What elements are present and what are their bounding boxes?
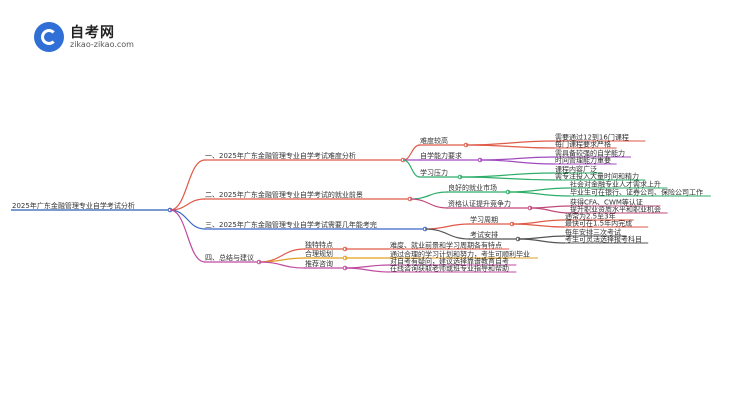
branch-3-child-2-leaf-0: 对自考有疑问，建议选择靠谱教育自考 xyxy=(390,257,509,266)
branch-1-child-0-leaf-1-link xyxy=(507,191,571,197)
branch-0-child-0-leaf-0: 需要通过12到16门课程 xyxy=(555,133,629,142)
branch-2-child-0-leaf-0: 通常为2.5至3年 xyxy=(565,212,616,221)
branch-0-child-1-leaf-0-link xyxy=(479,156,556,161)
branch-0-child-0: 难度较高 xyxy=(420,136,448,145)
branch-3-child-2-link xyxy=(258,261,306,269)
branch-1-link xyxy=(169,198,206,211)
branch-1: 二、2025年广东金融管理专业自学考试的就业前景 xyxy=(205,190,363,199)
branch-1-child-1: 资格认证提升竞争力 xyxy=(448,199,511,208)
branch-0-child-2-leaf-1: 需专注投入大量时间和精力 xyxy=(555,172,639,181)
branch-2-child-1: 考试安排 xyxy=(470,230,498,239)
branch-1-child-0-leaf-0-link xyxy=(507,187,571,193)
branch-1-child-1-link xyxy=(409,198,449,209)
branch-3-child-1-leaf-0: 通过合理的学习计划和努力，考生可顺利毕业 xyxy=(390,250,530,259)
branch-0-child-2-leaf-1-link xyxy=(459,176,556,181)
branch-1-child-0: 良好的就业市场 xyxy=(448,183,497,192)
branch-0-child-2-link xyxy=(402,159,421,178)
branch-2-child-1-leaf-0-link xyxy=(517,235,566,240)
branch-2-child-1-leaf-1-link xyxy=(517,238,566,244)
branch-0-child-0-leaf-1-link xyxy=(465,144,556,149)
branch-1-child-1-leaf-1-link xyxy=(529,207,571,214)
branch-3-child-1: 合理规划 xyxy=(305,249,333,258)
branch-0-link xyxy=(169,159,206,211)
root-topic: 2025年广东金融管理专业自学考试分析 xyxy=(12,201,135,210)
branch-3-child-2: 推荐咨询 xyxy=(305,259,333,268)
logo-icon xyxy=(34,22,64,52)
branch-0-child-1-leaf-0: 需具备较强的自学能力 xyxy=(555,149,625,158)
branch-2-child-1-link xyxy=(424,228,471,240)
branch-3-child-2-leaf-1: 在线咨询获取老师或班专业指导和帮助 xyxy=(390,264,509,273)
branch-2: 三、2025年广东金融管理专业自学考试需要几年能考完 xyxy=(205,220,377,229)
branch-3-link xyxy=(169,209,206,263)
branch-0-child-2: 学习压力 xyxy=(420,168,448,177)
branch-2-child-0-link xyxy=(424,223,471,230)
branch-1-child-0-leaf-0: 社会对金融专业人才需求上升 xyxy=(570,180,661,189)
branch-1-child-1-leaf-1: 提升职业资质水平和职业机会 xyxy=(570,205,661,214)
branch-0-child-2-leaf-0: 课程内容广泛 xyxy=(555,165,597,174)
branch-1-child-0-leaf-1: 毕业生可在银行、证券公司、保险公司工作 xyxy=(570,188,703,197)
brand-logo: 自考网 zikao-zikao.com xyxy=(34,22,154,52)
branch-2-child-0-leaf-1: 最快可在1.5年内完成 xyxy=(565,219,632,228)
branch-2-child-1-leaf-1: 考生可灵活选择报考科目 xyxy=(565,235,642,244)
branch-0-child-0-leaf-0-link xyxy=(465,140,556,146)
branch-2-child-0-leaf-1-link xyxy=(511,223,566,228)
branch-3-child-2-leaf-1-link xyxy=(344,267,391,273)
branch-0-child-0-link xyxy=(402,144,421,161)
branch-3-child-2-leaf-0-link xyxy=(344,264,391,269)
branch-2-child-1-leaf-0: 每年安排三次考试 xyxy=(565,228,621,237)
branch-0-child-1-leaf-1-link xyxy=(479,159,556,165)
branch-2-child-0: 学习周期 xyxy=(470,215,498,224)
brand-url: zikao-zikao.com xyxy=(70,40,134,49)
branch-3: 四、总结与建议 xyxy=(205,253,254,262)
branch-1-child-0-link xyxy=(409,191,449,200)
branch-0-child-0-leaf-1: 每门课程要求严格 xyxy=(555,140,611,149)
branch-3-child-0: 独特特点 xyxy=(305,240,333,249)
branch-0-child-2-leaf-0-link xyxy=(459,172,556,178)
branch-1-child-1-leaf-0: 获得CFA、CWM等认证 xyxy=(570,198,643,207)
branch-0: 一、2025年广东金融管理专业自学考试难度分析 xyxy=(205,151,356,160)
branch-2-child-0-leaf-0-link xyxy=(511,219,566,225)
branch-0-child-1: 自学能力要求 xyxy=(420,151,462,160)
branch-3-child-1-link xyxy=(258,257,306,263)
branch-0-child-1-leaf-1: 时间管理能力重要 xyxy=(555,156,611,165)
brand-title: 自考网 xyxy=(70,25,115,41)
branch-3-child-0-leaf-0: 难度、就业前景和学习周期各有特点 xyxy=(390,241,502,250)
branch-2-link xyxy=(169,209,206,230)
